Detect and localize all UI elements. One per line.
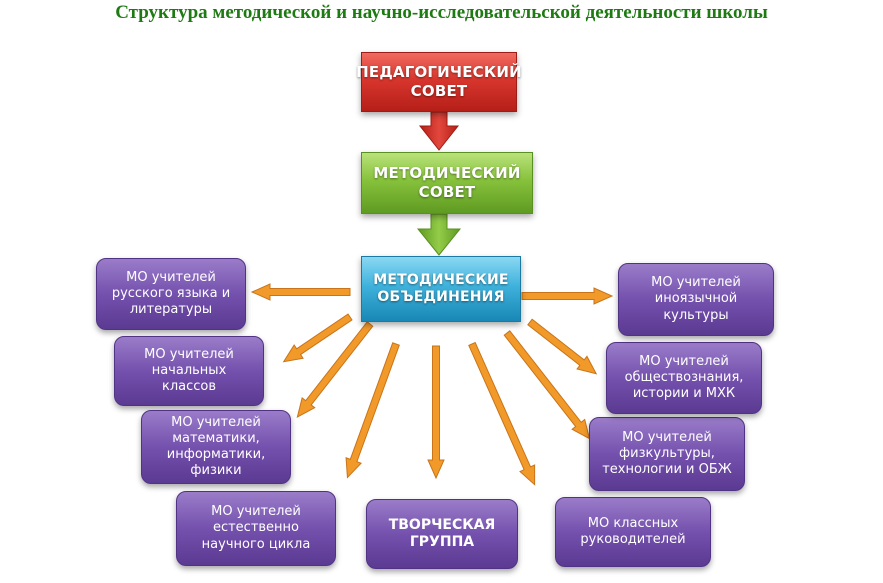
mo-primary-block: МО учителей начальных классов xyxy=(114,336,264,406)
arrow-to-mo-foreign xyxy=(521,287,614,305)
arrow-to-mo-math xyxy=(296,321,374,418)
arrow-to-mo-pe xyxy=(503,330,591,440)
mo-russian-block: МО учителей русского языка и литературы xyxy=(96,258,246,330)
methodical-council-block: МЕТОДИЧЕСКИЙ СОВЕТ xyxy=(361,152,533,214)
mo-science-block: МО учителей естественно научного цикла xyxy=(176,491,336,566)
mo-math-label: МО учителей математики, информатики, физ… xyxy=(166,414,266,479)
pedagogical-council-block: ПЕДАГОГИЧЕСКИЙ СОВЕТ xyxy=(356,52,522,112)
arrow-ped-to-method-council xyxy=(418,111,460,151)
mo-foreign-block: МО учителей иноязычной культуры xyxy=(618,263,774,336)
diagram-title: Структура методической и научно-исследов… xyxy=(115,2,768,23)
arrow-to-mo-russian xyxy=(250,283,351,301)
mo-russian-label: МО учителей русского языка и литературы xyxy=(111,269,231,318)
arrow-to-mo-primary xyxy=(282,313,353,363)
methodical-unions-block: МЕТОДИЧЕСКИЕ ОБЪЕДИНЕНИЯ xyxy=(361,256,521,322)
mo-pe-block: МО учителей физкультуры, технологии и ОБ… xyxy=(589,417,745,491)
arrow-to-mo-science xyxy=(345,342,400,479)
mo-pe-label: МО учителей физкультуры, технологии и ОБ… xyxy=(602,429,732,478)
methodical-council-label: МЕТОДИЧЕСКИЙ СОВЕТ xyxy=(373,164,521,201)
arrow-method-council-to-unions xyxy=(416,213,462,256)
methodical-unions-label: МЕТОДИЧЕСКИЕ ОБЪЕДИНЕНИЯ xyxy=(373,271,509,306)
mo-social-label: МО учителей обществознания, истории и МХ… xyxy=(624,353,744,402)
mo-math-block: МО учителей математики, информатики, физ… xyxy=(141,410,291,484)
mo-foreign-label: МО учителей иноязычной культуры xyxy=(651,275,741,323)
mo-class-teachers-block: МО классных руководителей xyxy=(555,497,711,567)
pedagogical-council-label: ПЕДАГОГИЧЕСКИЙ СОВЕТ xyxy=(356,63,522,100)
mo-primary-label: МО учителей начальных классов xyxy=(144,346,234,395)
creative-group-block: ТВОРЧЕСКАЯ ГРУППА xyxy=(366,499,518,569)
mo-science-label: МО учителей естественно научного цикла xyxy=(201,504,311,552)
mo-social-block: МО учителей обществознания, истории и МХ… xyxy=(606,342,762,414)
arrow-to-creative-group xyxy=(427,345,445,480)
arrow-to-mo-social xyxy=(527,318,598,375)
arrow-to-class-teachers xyxy=(468,341,536,486)
mo-class-teachers-label: МО классных руководителей xyxy=(580,515,686,547)
creative-group-label: ТВОРЧЕСКАЯ ГРУППА xyxy=(388,516,496,551)
